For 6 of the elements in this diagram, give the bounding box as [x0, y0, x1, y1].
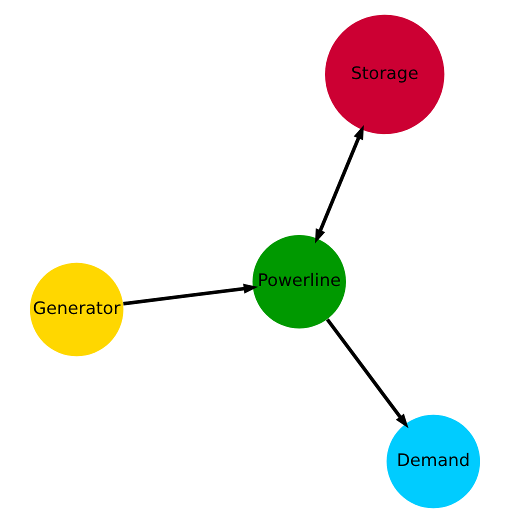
node-circle: Storage	[325, 14, 444, 134]
arrow	[314, 124, 364, 244]
arrow	[326, 318, 409, 428]
node-circle: Generator	[30, 262, 124, 356]
arrow	[123, 283, 258, 305]
node-circle: Powerline	[252, 234, 346, 328]
